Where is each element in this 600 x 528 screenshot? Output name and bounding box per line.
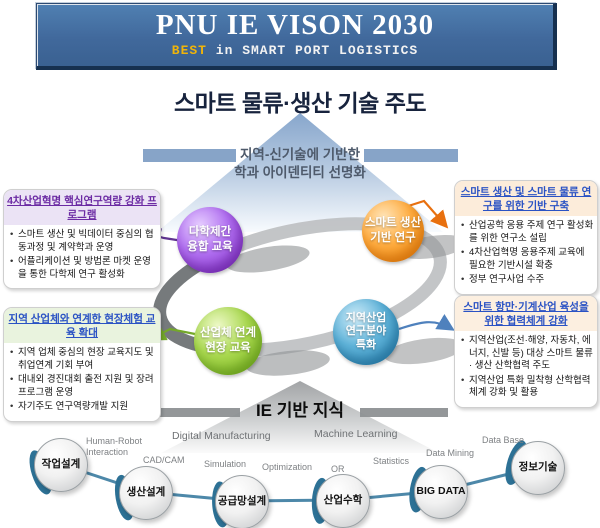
banner-subtitle: BEST in SMART PORT LOGISTICS <box>37 43 553 58</box>
tag-data-base: Data Base <box>482 435 525 445</box>
foundation-node-industrial-math: 산업수학 <box>316 474 370 528</box>
connector-arrow-blue <box>398 314 455 331</box>
banner-subtitle-highlight: BEST <box>171 43 207 58</box>
bullet-item: 대내외 경진대회 출전 지원 및 장려 프로그램 운영 <box>9 374 157 399</box>
group-label-machine-learning: Machine Learning <box>314 428 398 440</box>
tag-simulation: Simulation <box>204 459 247 469</box>
vision-caption-line2: 학과 아이덴티티 선명화 <box>234 164 366 180</box>
tag-or: OR <box>331 464 345 474</box>
bullet-item: 자기주도 연구역량개발 지원 <box>9 401 157 414</box>
circle-label-line: 융합 교육 <box>187 241 233 253</box>
program-box-bullets: 지역 업체 중심의 현장 교육지도 및 취업연계 기회 부여 대내외 경진대회 … <box>4 343 160 421</box>
circle-label-line: 다학제간 <box>188 226 232 239</box>
foundation-node-production-design: 생산설계 <box>119 466 173 520</box>
foundation-node-information-technology: 정보기술 <box>511 441 565 495</box>
knowledge-arrow-title: IE 기반 지식 <box>255 401 345 420</box>
circle-label-line: 지역산업 <box>345 312 387 325</box>
core-circle-regional-research-specialization: 지역산업 연구분야 특화 <box>333 299 399 365</box>
circle-label-line: 연구분야 <box>345 325 387 338</box>
banner-title: PNU IE VISON 2030 <box>155 9 435 41</box>
circle-label-line: 산업체 연계 <box>199 327 257 340</box>
foundation-node-big-data: BIG DATA <box>414 465 468 519</box>
vision-arrow-caption: 지역-신기술에 기반한 학과 아이덴티티 선명화 <box>150 146 450 182</box>
program-box-title: 스마트 항만·기계산업 육성을 위한 협력체계 강화 <box>455 296 597 332</box>
main-title: 스마트 물류·생산 기술 주도 <box>173 90 427 116</box>
tag-optimization: Optimization <box>262 462 313 472</box>
vision-caption-line1: 지역-신기술에 기반한 <box>239 147 361 162</box>
bullet-item: 지역산업 특화 밀착형 산학협력 체계 강화 및 활용 <box>460 375 594 400</box>
bullet-item: 스마트 생산 및 빅데이터 중심의 협동과정 및 계약학과 운영 <box>9 229 157 254</box>
vision-arrow-shape <box>143 113 458 232</box>
program-box-right-bottom: 스마트 항만·기계산업 육성을 위한 협력체계 강화 지역산업(조선·해양, 자… <box>454 295 598 408</box>
circle-label-line: 스마트 생산 <box>364 217 422 230</box>
program-box-bullets: 산업공학 응용 주제 연구 활성화를 위한 연구소 설립 4차산업혁명 응용주제… <box>455 216 597 294</box>
program-box-left-top: 4차산업혁명 핵심연구역량 강화 프로그램 스마트 생산 및 빅데이터 중심의 … <box>3 189 161 290</box>
foundation-node-work-design: 작업설계 <box>34 438 88 492</box>
foundation-node-supply-chain-design: 공급망설계 <box>215 475 269 528</box>
banner-subtitle-rest: in SMART PORT LOGISTICS <box>215 43 419 58</box>
bullet-item: 지역 업체 중심의 현장 교육지도 및 취업연계 기회 부여 <box>9 347 157 372</box>
header-banner: PNU IE VISON 2030 BEST in SMART PORT LOG… <box>36 3 557 70</box>
tag-cad-cam: CAD/CAM <box>143 455 185 465</box>
circle-label-line: 기반 연구 <box>370 232 416 244</box>
program-box-title: 지역 산업체와 연계한 현장체험 교육 확대 <box>4 308 160 344</box>
program-box-title: 스마트 생산 및 스마트 물류 연구를 위한 기반 구축 <box>455 181 597 217</box>
circle-label-line: 현장 교육 <box>205 342 251 354</box>
program-box-left-bottom: 지역 산업체와 연계한 현장체험 교육 확대 지역 업체 중심의 현장 교육지도… <box>3 307 161 422</box>
group-label-digital-manufacturing: Digital Manufacturing <box>172 430 271 442</box>
core-circle-smart-production-research: 스마트 생산 기반 연구 <box>362 200 424 262</box>
program-box-bullets: 스마트 생산 및 빅데이터 중심의 협동과정 및 계약학과 운영 어플리케이션 … <box>4 225 160 288</box>
core-circle-industry-field-education: 산업체 연계 현장 교육 <box>194 307 262 375</box>
circle-label-line: 특화 <box>355 338 377 351</box>
core-circle-multidisciplinary-education: 다학제간 융합 교육 <box>177 207 243 273</box>
program-box-bullets: 지역산업(조선·해양, 자동차, 에너지, 신발 등) 대상 스마트 물류 · … <box>455 331 597 407</box>
bullet-item: 산업공학 응용 주제 연구 활성화를 위한 연구소 설립 <box>460 220 594 245</box>
tag-statistics: Statistics <box>373 456 410 466</box>
tag-data-mining: Data Mining <box>426 448 475 458</box>
knowledge-arrow-shape <box>152 381 448 453</box>
bullet-item: 어플리케이션 및 방법론 마켓 운영을 통한 다학제 연구 활성화 <box>9 256 157 281</box>
program-box-right-top: 스마트 생산 및 스마트 물류 연구를 위한 기반 구축 산업공학 응용 주제 … <box>454 180 598 295</box>
bullet-item: 4차산업혁명 응용주제 교육에 필요한 기반시설 확충 <box>460 247 594 272</box>
bullet-item: 정부 연구사업 수주 <box>460 274 594 287</box>
bullet-item: 지역산업(조선·해양, 자동차, 에너지, 신발 등) 대상 스마트 물류 · … <box>460 335 594 373</box>
program-box-title: 4차산업혁명 핵심연구역량 강화 프로그램 <box>4 190 160 226</box>
tag-human-robot-interaction: Human-Robot Interaction <box>86 436 143 458</box>
